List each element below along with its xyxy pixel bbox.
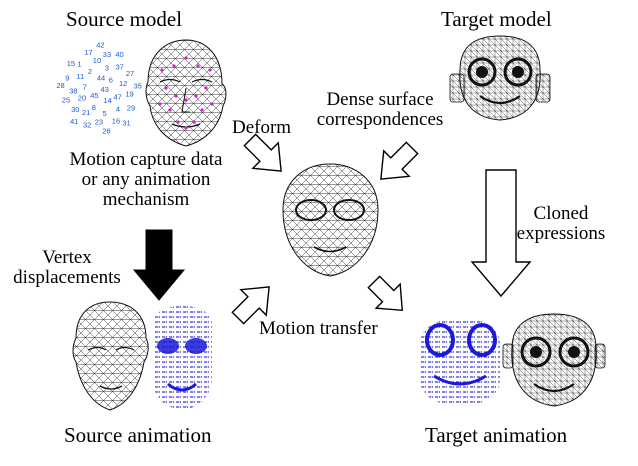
mocap-line-2: or any animation bbox=[81, 168, 211, 190]
marker-number: 17 bbox=[84, 48, 92, 57]
mocap-line-1: Motion capture data bbox=[69, 149, 223, 170]
vertex-displacements-label: Vertex displacements bbox=[6, 248, 128, 288]
target-face-mesh-icon bbox=[449, 35, 551, 121]
marker-number: 14 bbox=[103, 96, 111, 105]
dense-correspondence-label: Dense surface correspondences bbox=[305, 90, 455, 130]
marker-number: 27 bbox=[126, 69, 134, 78]
marker-number: 47 bbox=[114, 92, 122, 101]
cloned-expressions-arrow-icon bbox=[470, 169, 532, 298]
vertex-displacement-arrow-icon bbox=[132, 229, 186, 301]
marker-number: 23 bbox=[95, 118, 103, 127]
marker-number: 31 bbox=[122, 118, 130, 127]
marker-number: 4 bbox=[116, 104, 120, 113]
marker-number: 10 bbox=[93, 56, 101, 65]
marker-dot bbox=[164, 86, 168, 90]
marker-number: 11 bbox=[76, 72, 84, 81]
marker-number: 35 bbox=[134, 81, 142, 90]
marker-number: 3 bbox=[105, 63, 109, 72]
marker-number: 43 bbox=[101, 85, 109, 94]
dense-line-2: correspondences bbox=[316, 108, 444, 130]
marker-number: 12 bbox=[119, 79, 127, 88]
target-animation-title: Target animation bbox=[425, 423, 568, 447]
marker-number: 16 bbox=[112, 117, 120, 126]
motion-capture-label: Motion capture data or any animation mec… bbox=[56, 150, 236, 210]
vertex-line-2: displacements bbox=[13, 266, 121, 288]
marker-number: 2 bbox=[88, 67, 92, 76]
marker-number: 15 bbox=[67, 59, 75, 68]
source-animation-title: Source animation bbox=[64, 423, 212, 447]
target-model-title: Target model bbox=[441, 7, 552, 31]
motion-out-arrow-icon bbox=[367, 275, 404, 312]
source-animation-face-mesh-icon bbox=[72, 301, 149, 411]
marker-number: 45 bbox=[90, 91, 98, 100]
marker-number: 42 bbox=[96, 41, 104, 50]
marker-number: 33 bbox=[103, 50, 111, 59]
marker-number: 5 bbox=[103, 109, 107, 118]
deform-arrow-icon bbox=[243, 133, 282, 172]
marker-number: 9 bbox=[65, 74, 69, 83]
marker-dot bbox=[158, 102, 162, 106]
correspondence-arrow-icon bbox=[380, 141, 419, 180]
marker-dot bbox=[160, 68, 164, 72]
marker-dot bbox=[196, 64, 200, 68]
marker-number: 29 bbox=[127, 104, 135, 113]
marker-number: 44 bbox=[97, 73, 105, 82]
marker-number: 19 bbox=[125, 90, 133, 99]
source-displacement-field-icon bbox=[153, 306, 212, 410]
marker-dot bbox=[210, 102, 214, 106]
marker-number: 7 bbox=[83, 82, 87, 91]
marker-number: 30 bbox=[71, 105, 79, 114]
motion-in-arrow-icon bbox=[231, 286, 270, 325]
marker-dot bbox=[192, 120, 196, 124]
marker-dot bbox=[208, 68, 212, 72]
marker-number: 40 bbox=[115, 50, 123, 59]
cloned-line-2: expressions bbox=[516, 222, 606, 244]
marker-number: 21 bbox=[82, 108, 90, 117]
target-displacement-field-icon bbox=[420, 318, 500, 406]
marker-number: 26 bbox=[102, 126, 110, 135]
dense-line-1: Dense surface bbox=[326, 89, 434, 110]
marker-dot bbox=[176, 120, 180, 124]
vertex-line-1: Vertex bbox=[42, 247, 92, 268]
marker-number: 38 bbox=[69, 86, 77, 95]
marker-dot bbox=[184, 98, 188, 102]
marker-dot bbox=[200, 108, 204, 112]
cloned-expressions-label: Cloned expressions bbox=[508, 204, 614, 244]
mocap-line-3: mechanism bbox=[102, 188, 190, 210]
marker-dot bbox=[204, 86, 208, 90]
intermediate-face-mesh-icon bbox=[282, 163, 379, 277]
marker-dot bbox=[184, 56, 188, 60]
marker-dot bbox=[174, 94, 178, 98]
source-model-title: Source model bbox=[66, 7, 183, 31]
marker-dot bbox=[168, 108, 172, 112]
source-face-mesh-icon bbox=[145, 39, 227, 147]
marker-dot bbox=[172, 64, 176, 68]
marker-cloud: 4345441476824720351112211043837231193033… bbox=[56, 41, 141, 136]
marker-number: 1 bbox=[77, 59, 81, 68]
cloned-line-1: Cloned bbox=[533, 203, 589, 224]
deform-label: Deform bbox=[232, 117, 292, 138]
marker-number: 20 bbox=[78, 94, 86, 103]
marker-number: 6 bbox=[109, 76, 113, 85]
marker-number: 41 bbox=[70, 117, 78, 126]
marker-number: 37 bbox=[116, 63, 124, 72]
marker-number: 8 bbox=[92, 103, 96, 112]
marker-dot bbox=[184, 126, 188, 130]
marker-number: 32 bbox=[83, 121, 91, 130]
marker-dot bbox=[194, 94, 198, 98]
marker-number: 28 bbox=[56, 81, 64, 90]
marker-number: 25 bbox=[62, 95, 70, 104]
motion-transfer-label: Motion transfer bbox=[259, 318, 378, 339]
target-animation-face-mesh-icon bbox=[502, 313, 606, 407]
